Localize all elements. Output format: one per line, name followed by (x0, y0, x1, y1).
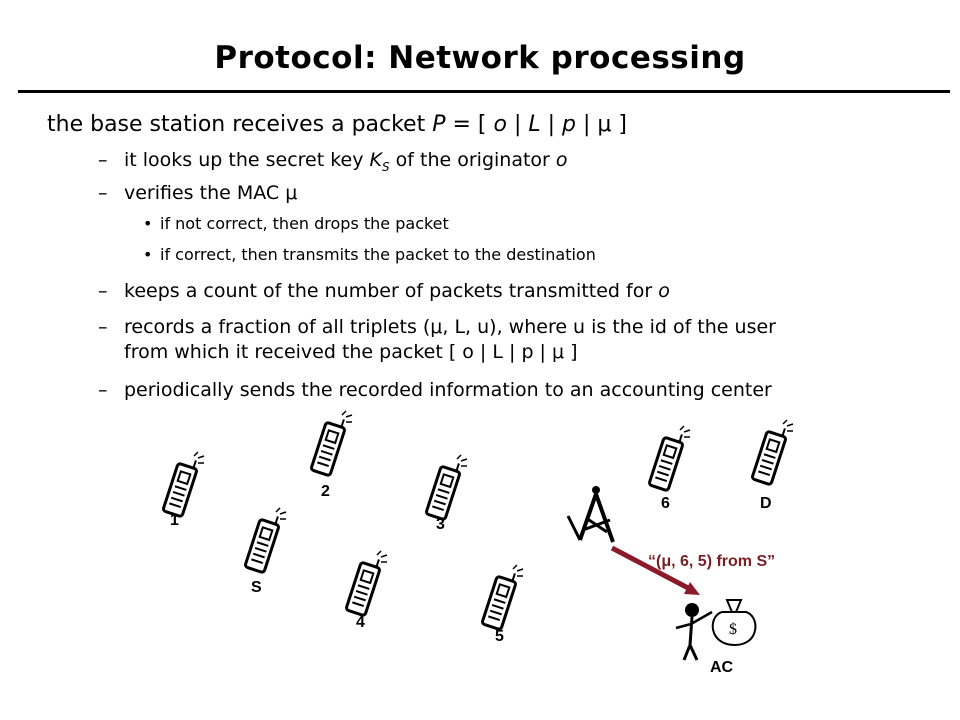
list-item: – verifies the MAC μ (98, 182, 298, 204)
list-item: – periodically sends the recorded inform… (98, 379, 772, 401)
person-with-money-bag-icon: $ (675, 599, 757, 661)
node-label-d: D (760, 495, 772, 512)
slide-title: Protocol: Network processing (214, 40, 746, 76)
item-subscript: S (381, 159, 390, 174)
node-label-5: 5 (495, 628, 504, 645)
list-item: – records a fraction of all triplets (μ,… (98, 316, 776, 338)
list-item-continuation: from which it received the packet [ o | … (124, 341, 578, 363)
item-text: from which it received the packet [ o | … (124, 341, 578, 363)
item-text: verifies the MAC μ (124, 182, 298, 204)
money-symbol: $ (729, 621, 737, 638)
item-text: it looks up the secret key (124, 149, 370, 171)
intro-sep: | (506, 112, 529, 137)
mobile-phone-icon (161, 450, 206, 519)
dash-marker: – (98, 379, 108, 401)
dash-marker: – (98, 316, 108, 338)
intro-sep: | (576, 112, 598, 137)
mobile-phone-icon (480, 563, 525, 632)
item-var-k: K (369, 149, 382, 171)
item-var-o: o (555, 149, 568, 171)
intro-var-p-lower: p (562, 112, 577, 137)
mobile-phone-icon (424, 453, 469, 522)
mobile-phone-icon (647, 424, 692, 493)
bullet-marker: • (143, 214, 153, 233)
antenna-tower-icon (566, 486, 615, 543)
node-label-4: 4 (356, 614, 365, 631)
item-text: if correct, then transmits the packet to… (160, 245, 596, 264)
dash-marker: – (98, 182, 108, 204)
item-var-o: o (658, 280, 670, 302)
list-item: • if not correct, then drops the packet (143, 214, 449, 233)
node-label-s: S (251, 579, 262, 596)
node-label-ac: AC (710, 659, 734, 676)
intro-sep: | (540, 112, 563, 137)
node-label-2: 2 (321, 483, 330, 500)
intro-var-p: P (432, 112, 446, 137)
item-text: records a fraction of all triplets (μ, L… (124, 316, 776, 338)
report-arrowhead (684, 582, 700, 595)
mobile-phone-icon (243, 506, 288, 575)
intro-line: the base station receives a packet P = [… (47, 112, 627, 137)
mobile-phone-icon (309, 409, 354, 478)
mobile-phone-icon (750, 418, 795, 487)
intro-var-o: o (493, 112, 507, 137)
intro-var-l: L (528, 112, 541, 137)
intro-text: the base station receives a packet (47, 112, 433, 137)
node-label-1: 1 (170, 512, 179, 529)
title-underline (18, 90, 950, 93)
node-label-6: 6 (661, 495, 670, 512)
intro-end: ] (611, 112, 627, 137)
item-text: periodically sends the recorded informat… (124, 379, 772, 401)
dash-marker: – (98, 149, 108, 171)
dash-marker: – (98, 280, 108, 302)
bullet-marker: • (143, 245, 153, 264)
mobile-phone-icon (344, 549, 389, 618)
report-arrow (610, 545, 692, 592)
intro-var-mu: μ (597, 112, 612, 137)
item-text: if not correct, then drops the packet (160, 214, 449, 233)
intro-eq: = [ (445, 112, 494, 137)
item-text: of the originator (389, 149, 556, 171)
list-item: • if correct, then transmits the packet … (143, 245, 596, 264)
report-annotation: “(μ, 6, 5) from S” (648, 553, 776, 570)
item-text: keeps a count of the number of packets t… (124, 280, 659, 302)
list-item: – it looks up the secret key KS of the o… (98, 149, 568, 174)
list-item: – keeps a count of the number of packets… (98, 280, 670, 302)
node-label-3: 3 (436, 516, 445, 533)
